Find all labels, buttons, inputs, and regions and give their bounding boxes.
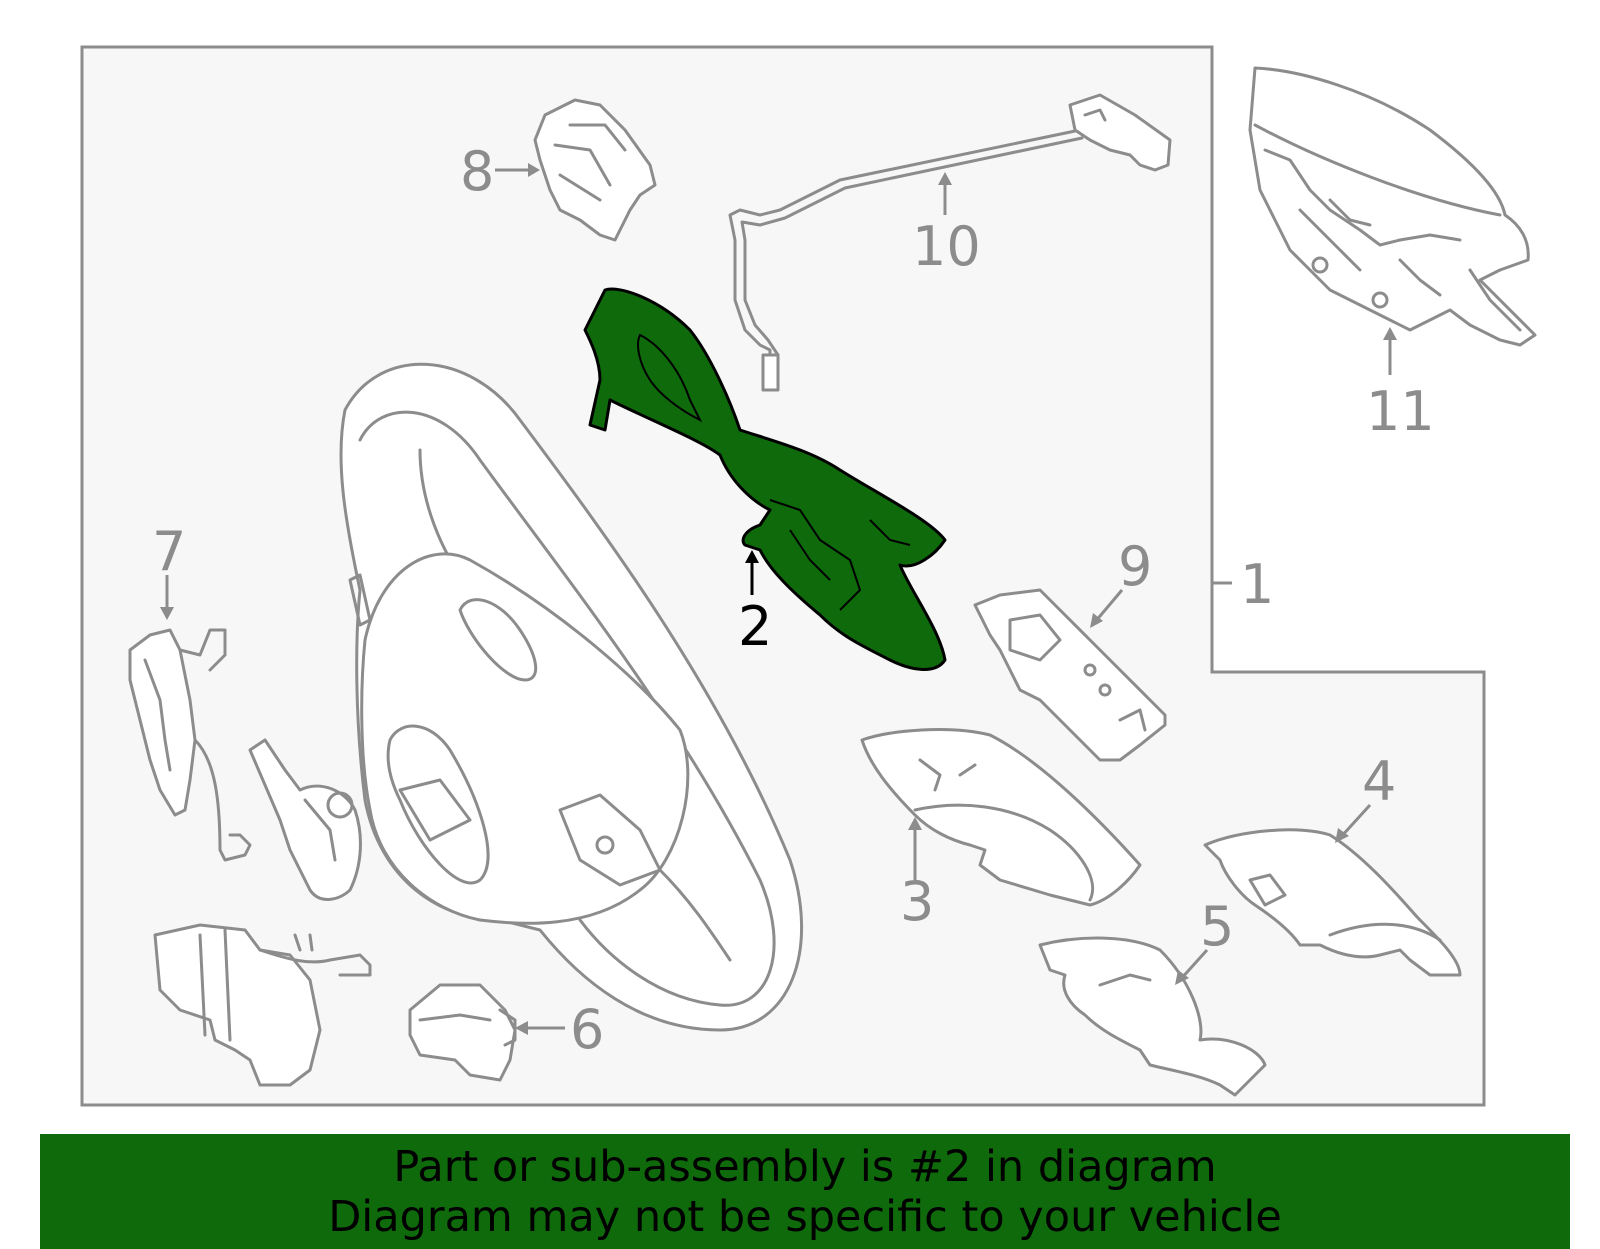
- part-4: [1203, 828, 1462, 977]
- leader-4: [1338, 803, 1372, 840]
- caption-line-1: Part or sub-assembly is #2 in diagram: [393, 1142, 1217, 1192]
- callout-3: 3: [900, 870, 934, 933]
- leader-9: [1093, 589, 1124, 623]
- part-9: [973, 588, 1167, 762]
- callout-8: 8: [460, 140, 494, 203]
- callout-4: 4: [1362, 750, 1396, 813]
- callout-2: 2: [738, 595, 772, 658]
- part-2-highlighted: [583, 287, 947, 671]
- caption-banner: Part or sub-assembly is #2 in diagram Di…: [40, 1134, 1570, 1249]
- callout-7: 7: [152, 520, 186, 583]
- callout-6: 6: [570, 998, 604, 1061]
- leader-lines: [160, 163, 1397, 1035]
- callout-10: 10: [912, 215, 981, 278]
- callout-9: 9: [1118, 535, 1152, 598]
- part-7: [128, 628, 252, 862]
- switch-with-connector: [153, 923, 372, 1087]
- parts-diagram: 1 2 3 4 5 6 7 8 9 10 11: [80, 45, 1537, 1107]
- part-6: [408, 983, 517, 1082]
- callout-11: 11: [1366, 380, 1435, 443]
- callout-1: 1: [1240, 553, 1274, 616]
- callout-5: 5: [1200, 895, 1234, 958]
- callout-labels: 1 2 3 4 5 6 7 8 9 10 11: [152, 140, 1435, 1061]
- part-11: [1248, 66, 1537, 347]
- caption-line-2: Diagram may not be specific to your vehi…: [328, 1192, 1282, 1242]
- steering-wheel: [339, 362, 804, 1032]
- part-5: [1038, 936, 1267, 1097]
- part-8: [533, 98, 657, 242]
- switch-cluster: [248, 738, 362, 901]
- part-10: [728, 93, 1172, 392]
- part-3: [860, 728, 1142, 907]
